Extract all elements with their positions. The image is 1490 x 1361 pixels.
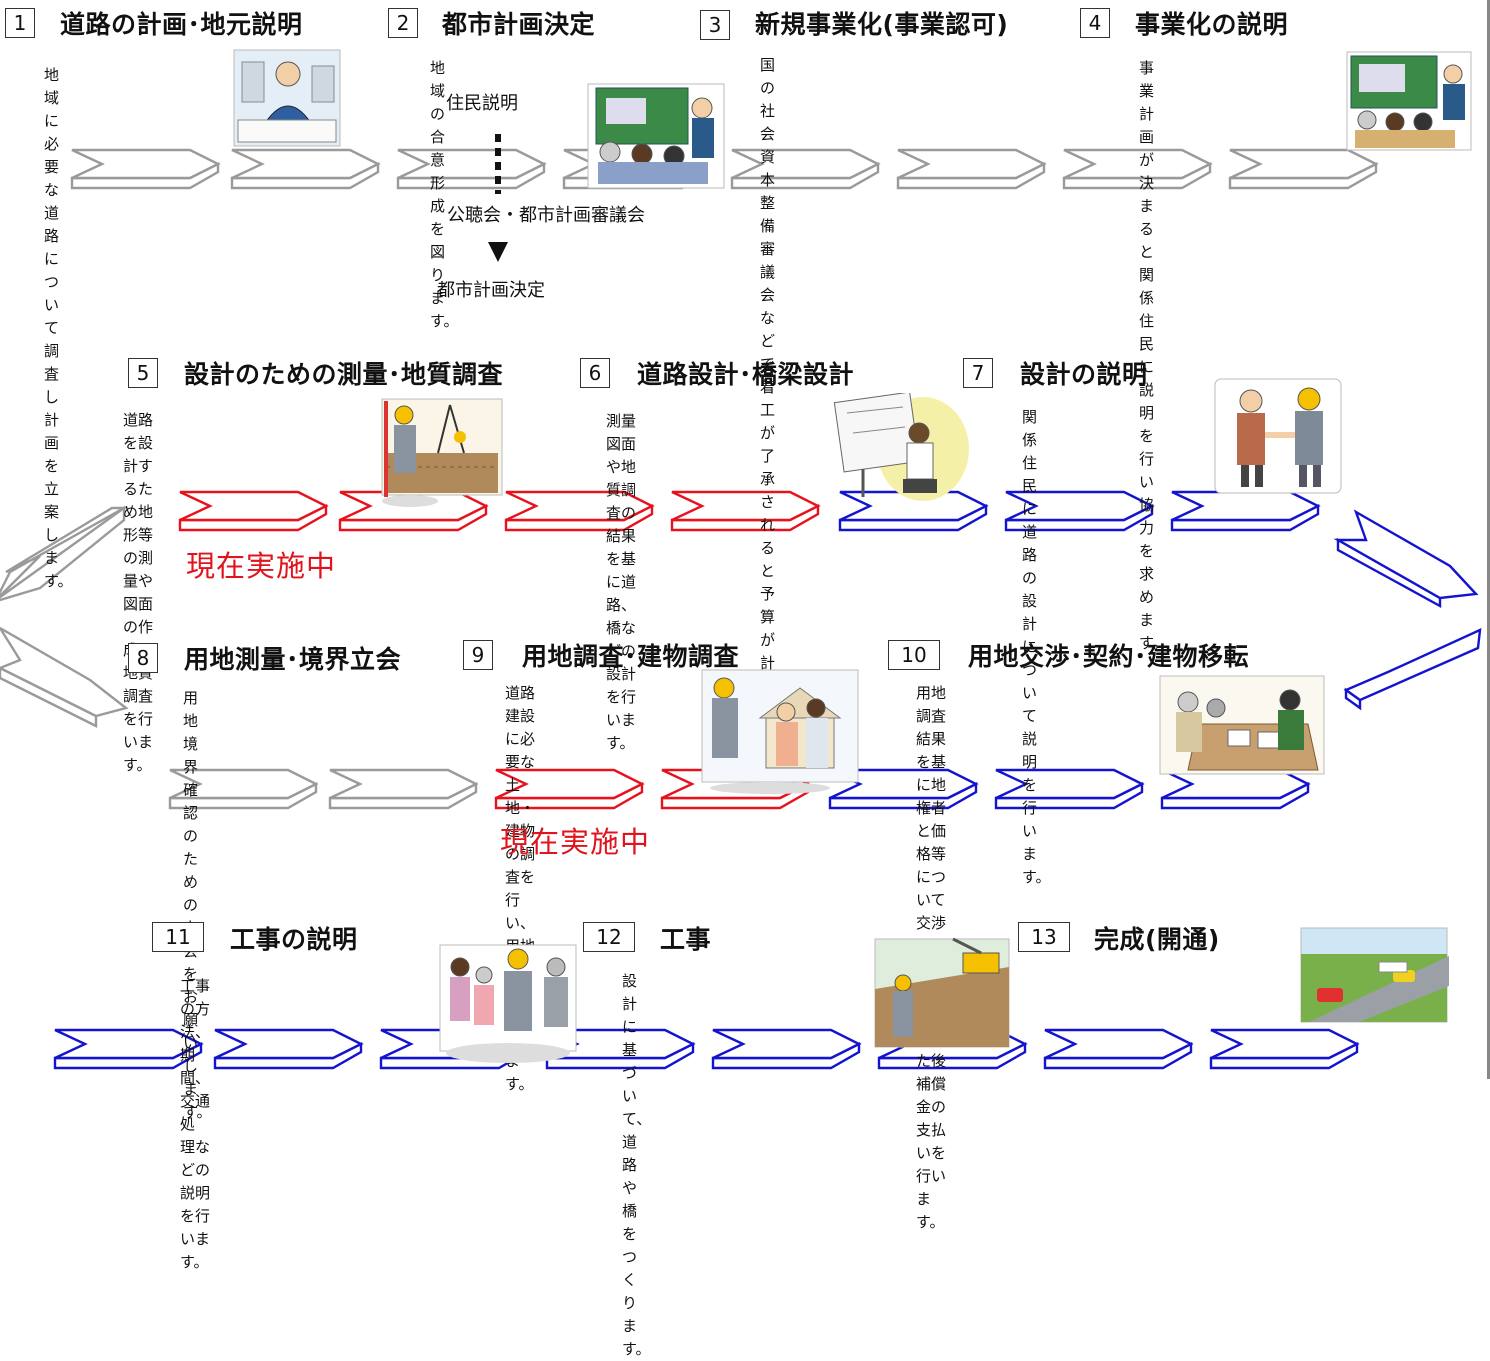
- chevron-arrow: [1043, 1028, 1194, 1070]
- step-title: 新規事業化(事業認可): [755, 10, 1009, 39]
- step-number: 2: [388, 8, 418, 38]
- chevron-arrow: [838, 490, 989, 532]
- status-in-progress: 現在実施中: [500, 825, 651, 859]
- step-description: 関係住民に道路の 設計について説明 を行います。: [1022, 408, 1051, 886]
- step-description: 工事の方法、期間、交通処 理などの説明を行います。: [180, 977, 211, 1271]
- step-title: 完成(開通): [1094, 925, 1220, 954]
- chevron-arrow: [1004, 490, 1155, 532]
- chevron-arrow: [213, 1028, 364, 1070]
- surveyor-icon: [381, 398, 503, 507]
- residents-meeting-icon: [1346, 51, 1472, 151]
- step-description: 地域の合意形成を図ります。: [430, 59, 459, 330]
- step-number: 3: [700, 10, 730, 40]
- step-number: 4: [1080, 8, 1110, 38]
- flow-arrows: [0, 148, 1482, 1070]
- drafting-desk-icon: [833, 393, 969, 501]
- chevron-arrow: [504, 490, 655, 532]
- chevron-arrow: [896, 148, 1047, 190]
- step-description: 地域に必要な道路に ついて調査し計画を 立案します。: [44, 66, 73, 590]
- step-title: 用地調査･建物調査: [522, 642, 740, 671]
- step-number: 7: [963, 358, 993, 388]
- chevron-arrow: [396, 148, 547, 190]
- step-number: 10: [888, 640, 940, 670]
- chevron-arrow: [670, 490, 821, 532]
- step-description: 測量図面や地質調査の 結果を基に道路、橋な どの設計を行います。: [606, 412, 637, 752]
- step-title: 工事の説明: [230, 925, 358, 954]
- step-number: 13: [1018, 922, 1070, 952]
- right-edge-rule: [1487, 0, 1490, 1079]
- step-number: 1: [5, 8, 35, 38]
- chevron-arrow: [828, 768, 979, 810]
- chevron-arrow: [711, 1028, 862, 1070]
- step-title: 都市計画決定: [442, 10, 596, 39]
- step-number: 5: [128, 358, 158, 388]
- chevron-arrow: [328, 768, 479, 810]
- completed-road-icon: [1300, 927, 1449, 1023]
- chevron-arrow: [730, 148, 881, 190]
- step-title: 道路の計画･地元説明: [60, 10, 303, 39]
- chevron-arrow: [494, 768, 645, 810]
- step-title: 事業化の説明: [1135, 10, 1289, 39]
- step-title: 設計のための測量･地質調査: [184, 360, 504, 389]
- chevron-arrow: [53, 1028, 204, 1070]
- step-description: 事業計画が決まると 関係住民に説明を行 い協力を求めます。: [1139, 59, 1168, 652]
- flow-down-arrow: [488, 134, 508, 262]
- step-title: 工事: [660, 925, 712, 954]
- chevron-arrow: [1228, 148, 1379, 190]
- negotiation-table-icon: [1159, 675, 1325, 775]
- step-description: 設計に基づいて、道路や橋 をつくります。: [622, 972, 652, 1358]
- turn-arrow: [0, 505, 129, 602]
- chevron-arrow: [994, 768, 1145, 810]
- flow-label-hearing: 公聴会・都市計画審議会: [447, 205, 645, 226]
- flow-label-residents: 住民説明: [446, 93, 518, 114]
- step-number: 11: [152, 922, 204, 952]
- chevron-arrow: [70, 148, 221, 190]
- step-number: 8: [128, 643, 158, 673]
- chevron-arrow: [545, 1028, 696, 1070]
- handshake-icon: [1214, 378, 1342, 494]
- step-description: 道路を設計するため地形等 の測量や図面の作成、地質 調査を行います。: [123, 411, 154, 774]
- chevron-arrow: [178, 490, 329, 532]
- turn-arrow: [1333, 509, 1479, 609]
- step-title: 用地交渉･契約･建物移転: [968, 642, 1250, 671]
- turn-arrow: [0, 626, 129, 728]
- chevron-arrow: [1062, 148, 1213, 190]
- step-title: 設計の説明: [1020, 360, 1148, 389]
- residents-meeting-icon: [587, 83, 725, 189]
- chevron-arrow: [1209, 1028, 1360, 1070]
- chevron-arrow: [1170, 490, 1321, 532]
- construction-site-icon: [874, 937, 1010, 1048]
- step-number: 9: [463, 640, 493, 670]
- chevron-arrow: [1160, 768, 1311, 810]
- step-title: 道路設計･橋梁設計: [637, 360, 855, 389]
- step-title: 用地測量･境界立会: [184, 645, 402, 674]
- status-in-progress: 現在実施中: [186, 549, 337, 583]
- presenter-with-plans-icon: [233, 49, 341, 147]
- building-survey-icon: [701, 669, 859, 794]
- flow-label-decision: 都市計画決定: [437, 280, 545, 301]
- construction-briefing-icon: [439, 944, 577, 1063]
- step-number: 12: [583, 922, 635, 952]
- step-number: 6: [580, 358, 610, 388]
- turn-arrow: [1343, 628, 1482, 711]
- chevron-arrow: [168, 768, 319, 810]
- chevron-arrow: [230, 148, 381, 190]
